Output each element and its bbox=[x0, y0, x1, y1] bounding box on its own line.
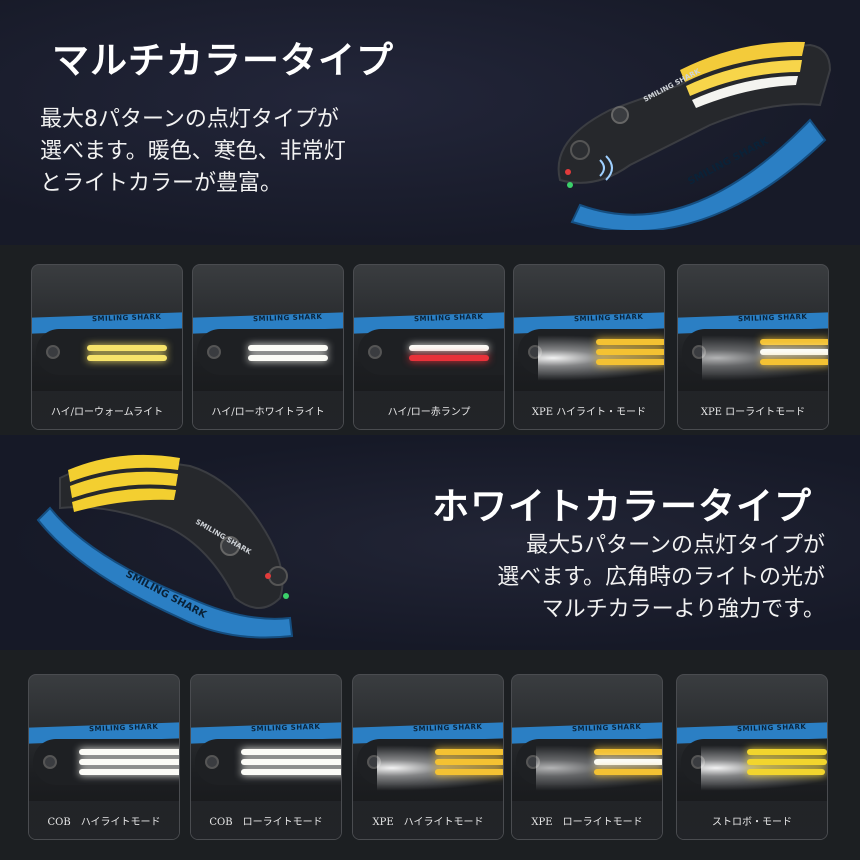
xpe-led-icon bbox=[205, 755, 219, 769]
cob-light-strip bbox=[760, 349, 828, 355]
cob-light-strip bbox=[435, 749, 503, 755]
cob-light-strip bbox=[594, 759, 662, 765]
mode-caption: ハイ/ローウォームライト bbox=[32, 391, 182, 429]
white-desc-line: 選べます。広角時のライトの光が bbox=[497, 565, 825, 590]
multi-headlamp-image: SMILING SHARK SMILING SHARK bbox=[557, 41, 832, 230]
cob-light-strip bbox=[241, 759, 341, 765]
cob-light-strip bbox=[747, 769, 825, 775]
mode-caption: COB ハイライトモード bbox=[29, 801, 179, 839]
white-description: 最大5パターンの点灯タイプが 選べます。広角時のライトの光が マルチカラーより強… bbox=[430, 530, 825, 626]
mode-caption: ハイ/ローホワイトライト bbox=[193, 391, 343, 429]
cob-light-strip bbox=[594, 769, 662, 775]
lamp-housing bbox=[358, 329, 504, 375]
cob-light-strip bbox=[87, 345, 167, 351]
lamp-housing bbox=[36, 329, 182, 375]
cob-light-strip bbox=[87, 355, 167, 361]
mode-caption: ハイ/ロー赤ランプ bbox=[354, 391, 504, 429]
mode-caption: COB ローライトモード bbox=[191, 801, 341, 839]
cob-light-strip bbox=[79, 749, 179, 755]
cob-light-strip bbox=[596, 349, 664, 355]
cob-light-strip bbox=[79, 769, 179, 775]
multi-title: マルチカラータイプ bbox=[52, 39, 394, 82]
cob-light-strip bbox=[241, 769, 341, 775]
xpe-led-icon bbox=[368, 345, 382, 359]
mode-caption: ストロボ・モード bbox=[677, 801, 827, 839]
multi-description: 最大8パターンの点灯タイプが 選べます。暖色、寒色、非常灯 とライトカラーが豊富… bbox=[40, 104, 346, 200]
cob-light-strip bbox=[435, 759, 503, 765]
cob-light-strip bbox=[79, 759, 179, 765]
cob-light-strip bbox=[596, 339, 664, 345]
xpe-led-icon bbox=[46, 345, 60, 359]
cob-light-strip bbox=[435, 769, 503, 775]
white-title: ホワイトカラータイプ bbox=[432, 485, 812, 528]
white-desc-line: 最大5パターンの点灯タイプが bbox=[526, 533, 825, 558]
xpe-led-icon bbox=[207, 345, 221, 359]
cob-light-strip bbox=[747, 759, 827, 765]
multi-desc-line: 選べます。暖色、寒色、非常灯 bbox=[40, 139, 346, 164]
cob-light-strip bbox=[241, 749, 341, 755]
cob-light-strip bbox=[760, 339, 828, 345]
mode-caption: XPE ハイライトモード bbox=[353, 801, 503, 839]
cob-light-strip bbox=[747, 749, 827, 755]
lamp-housing bbox=[197, 329, 343, 375]
white-desc-line: マルチカラーより強力です。 bbox=[541, 597, 825, 622]
cob-light-strip bbox=[248, 355, 328, 361]
cob-light-strip bbox=[594, 749, 662, 755]
multi-desc-line: 最大8パターンの点灯タイプが bbox=[40, 107, 339, 132]
cob-light-strip bbox=[248, 345, 328, 351]
white-headlamp-image: SMILING SHARK SMILING SHARK bbox=[36, 454, 294, 639]
cob-light-strip bbox=[760, 359, 828, 365]
mode-caption: XPE ローライトモード bbox=[512, 801, 662, 839]
mode-caption: XPE ハイライト・モード bbox=[514, 391, 664, 429]
cob-light-strip bbox=[409, 355, 489, 361]
xpe-led-icon bbox=[43, 755, 57, 769]
multi-desc-line: とライトカラーが豊富。 bbox=[40, 171, 283, 196]
cob-light-strip bbox=[596, 359, 664, 365]
cob-light-strip bbox=[409, 345, 489, 351]
mode-caption: XPE ローライトモード bbox=[678, 391, 828, 429]
